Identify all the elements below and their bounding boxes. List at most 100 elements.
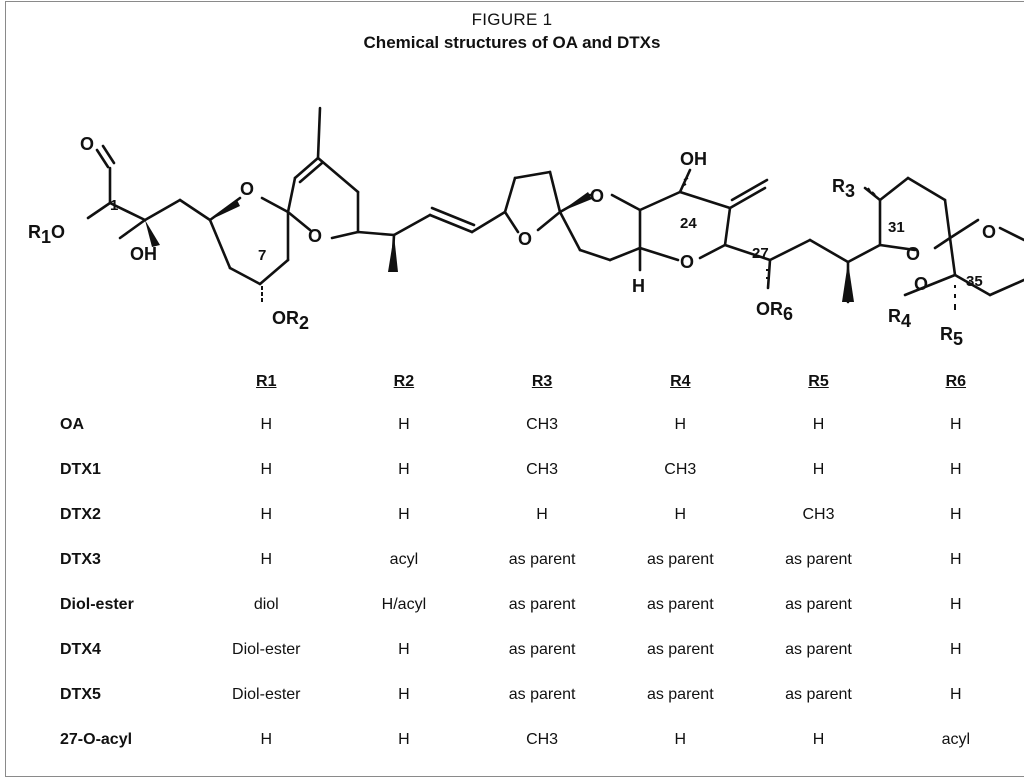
atom-c31: 31 <box>888 219 905 236</box>
row-label: 27-O-acyl <box>60 730 133 748</box>
table-cell: H <box>950 505 962 523</box>
table-cell: H <box>260 550 273 568</box>
table-cell: as parent <box>646 550 714 568</box>
atom-o-ring7: O <box>982 222 996 242</box>
atom-oh-top: OH <box>680 149 707 169</box>
table-cell: CH3 <box>526 460 559 478</box>
table-cell: acyl <box>941 730 971 748</box>
atom-c24: 24 <box>680 215 697 232</box>
header-r3: R3 <box>531 373 553 390</box>
table-cell: H <box>950 640 962 658</box>
table-row: DTX4 Diol-ester H as parent as parent as… <box>60 627 1024 672</box>
table-cell: H <box>398 640 410 658</box>
table-cell: as parent <box>646 640 714 658</box>
table-cell: CH3 <box>526 415 559 433</box>
atom-o-ring1: O <box>240 179 254 199</box>
atom-c1: 1 <box>110 197 118 214</box>
atom-c35: 35 <box>966 273 983 290</box>
table-cell: H <box>950 460 962 478</box>
structure-hashes <box>261 177 956 310</box>
row-label: OA <box>60 415 84 433</box>
row-label: DTX1 <box>60 460 101 478</box>
chemical-structure: O 1 R1O OH O O 7 OR2 O O OH 24 H O 27 OR… <box>28 106 1024 349</box>
header-r6: R6 <box>945 373 967 390</box>
table-cell: H <box>950 595 962 613</box>
table-row: DTX5 Diol-ester H as parent as parent as… <box>60 672 1024 717</box>
atom-r5: R5 <box>940 324 963 349</box>
table-cell: H <box>536 505 548 523</box>
table-cell: as parent <box>785 595 852 613</box>
table-cell: as parent <box>508 685 576 703</box>
atom-c27: 27 <box>752 245 769 262</box>
table-cell: acyl <box>389 550 419 568</box>
table-cell: H <box>674 415 687 433</box>
table-cell: H <box>398 685 410 703</box>
table-cell: H <box>812 415 825 433</box>
table-cell: H/acyl <box>381 595 427 613</box>
table-cell: as parent <box>508 550 576 568</box>
table-cell: H <box>260 460 273 478</box>
row-label: DTX3 <box>60 550 101 568</box>
table-cell: H <box>260 415 273 433</box>
table-cell: H <box>950 415 962 433</box>
figure-title: Chemical structures of OA and DTXs <box>363 33 661 52</box>
table-row: DTX2 H H H H CH3 H <box>60 492 1024 537</box>
atom-or6: OR6 <box>756 299 793 324</box>
figure-label: FIGURE 1 <box>471 10 553 29</box>
header-blank <box>60 362 198 402</box>
row-label: DTX2 <box>60 505 101 523</box>
table-cell: as parent <box>646 595 714 613</box>
table-row: 27-O-acyl H H CH3 H H acyl <box>60 717 1024 762</box>
atom-r1: R1O <box>28 222 65 247</box>
atom-or2: OR2 <box>272 308 309 333</box>
table-header-row: R1 R2 R3 R4 R5 R6 <box>60 362 1024 402</box>
table-cell: as parent <box>646 685 714 703</box>
table-cell: H <box>398 505 410 523</box>
row-label: DTX5 <box>60 685 101 703</box>
table-row: OA H H CH3 H H H <box>60 402 1024 447</box>
table-cell: H <box>812 730 825 748</box>
row-label: DTX4 <box>60 640 101 658</box>
table-cell: Diol-ester <box>232 685 301 703</box>
header-r1: R1 <box>256 373 277 390</box>
table-cell: H <box>398 415 410 433</box>
header-r4: R4 <box>670 373 691 390</box>
table-cell: H <box>950 550 962 568</box>
atom-o-ring4: O <box>680 252 694 272</box>
table-cell: as parent <box>508 595 576 613</box>
row-label: Diol-ester <box>60 595 134 613</box>
atom-o-ring3: O <box>590 186 604 206</box>
header-r5: R5 <box>808 373 829 390</box>
table-cell: H <box>260 730 273 748</box>
table-cell: H <box>398 730 410 748</box>
atom-o-ring5: O <box>906 244 920 264</box>
table-cell: CH3 <box>526 730 559 748</box>
table-cell: as parent <box>785 640 852 658</box>
table-cell: H <box>674 730 687 748</box>
atom-r3: R3 <box>832 176 855 201</box>
table-cell: as parent <box>508 640 576 658</box>
structure-bonds <box>86 106 1024 304</box>
table-row: DTX3 H acyl as parent as parent as paren… <box>60 537 1024 582</box>
table-cell: H <box>812 460 825 478</box>
atom-c7: 7 <box>258 247 266 264</box>
atom-o-spiro1: O <box>308 226 322 246</box>
structure-wedges <box>145 192 854 302</box>
table-cell: as parent <box>785 550 852 568</box>
table-cell: as parent <box>785 685 852 703</box>
atom-o-thf: O <box>518 229 532 249</box>
table-cell: Diol-ester <box>232 640 301 658</box>
table-row: DTX1 H H CH3 CH3 H H <box>60 447 1024 492</box>
table-cell: CH3 <box>664 460 697 478</box>
table-cell: CH3 <box>802 505 835 523</box>
table-cell: H <box>398 460 410 478</box>
figure-frame <box>5 1 1024 777</box>
table-row: Diol-ester diol H/acyl as parent as pare… <box>60 582 1024 627</box>
table-cell: diol <box>253 595 279 613</box>
atom-r4: R4 <box>888 306 911 331</box>
substituent-table: R1 R2 R3 R4 R5 R6 OA H H CH3 H H H DTX1 … <box>60 362 1024 762</box>
table-cell: H <box>950 685 962 703</box>
atom-oh-left: OH <box>130 244 157 264</box>
atom-o-carbonyl: O <box>80 134 94 154</box>
table-cell: H <box>260 505 273 523</box>
